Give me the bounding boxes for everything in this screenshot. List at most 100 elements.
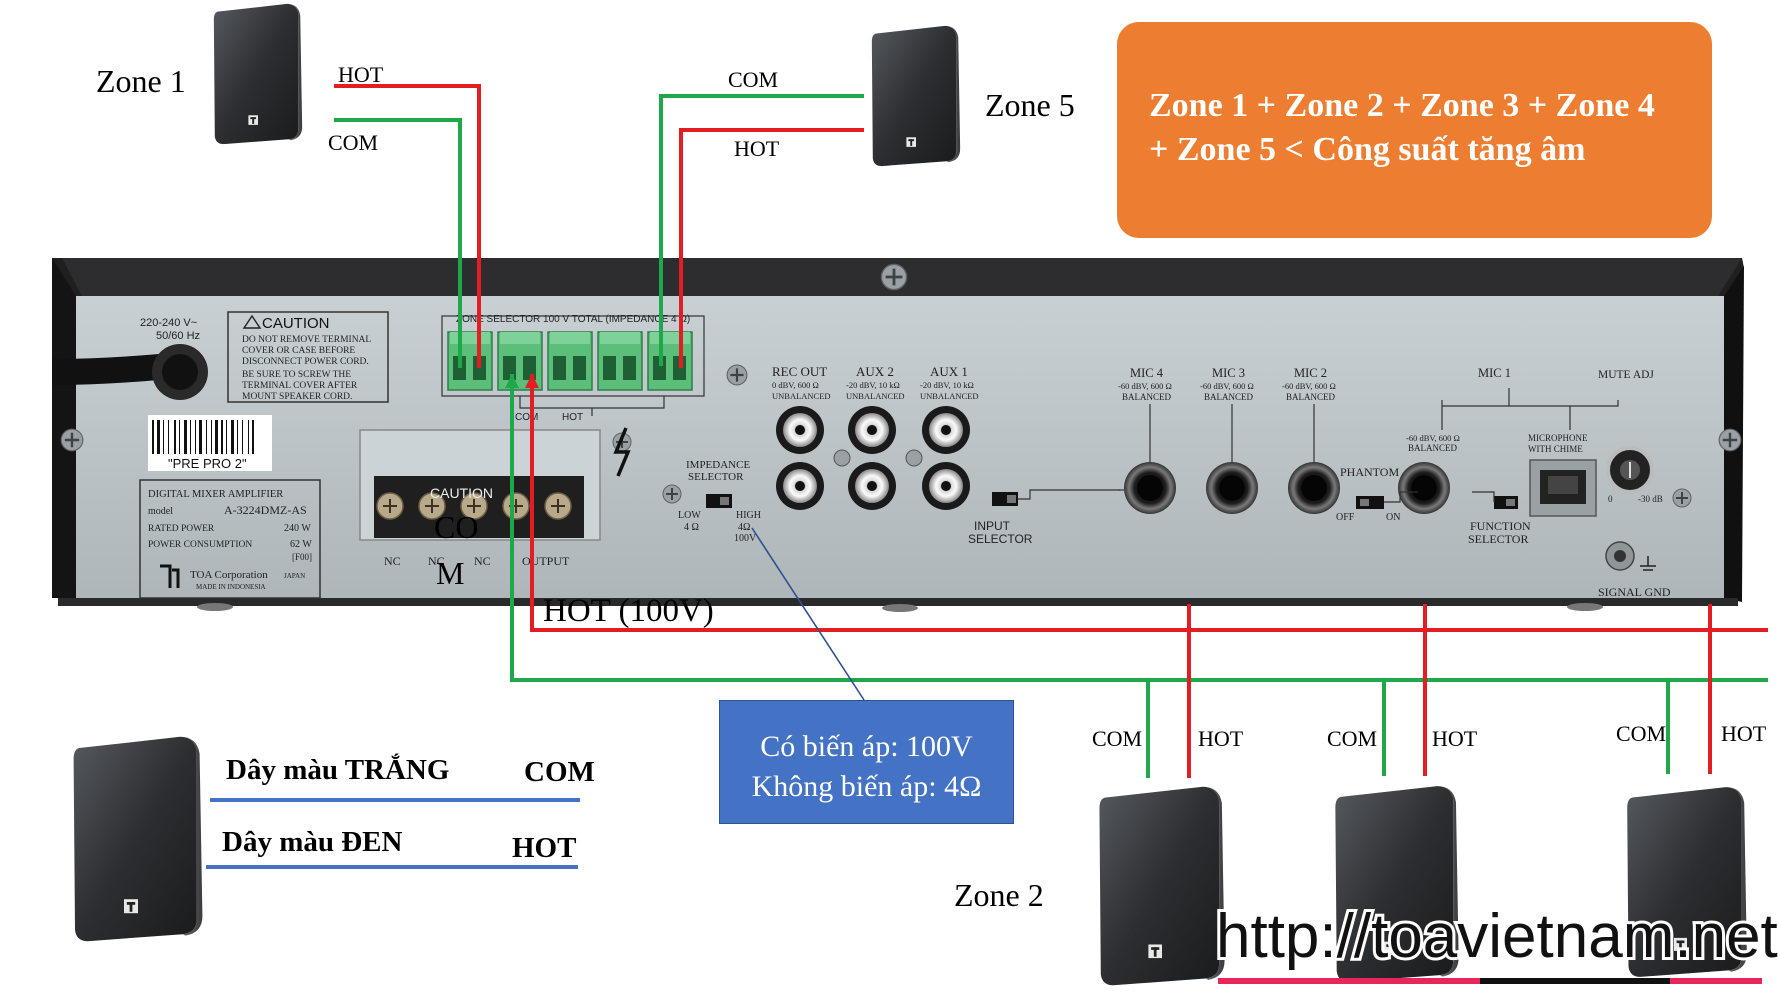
phantom-off-label: OFF [1336, 512, 1355, 523]
mic1-balanced-spec: -60 dBV, 600 Ω [1406, 433, 1460, 443]
mic-jack[interactable] [1398, 462, 1450, 514]
impedance-high-voltage: 100V [734, 533, 757, 544]
capacity-note-line: + Zone 5 < Công suất tăng âm [1149, 131, 1586, 168]
terminal-cover-caution: CAUTION [430, 485, 493, 501]
input-selector-label: SELECTOR [968, 532, 1033, 546]
zone-terminal[interactable] [647, 331, 693, 391]
terminal-hot-label: HOT [562, 412, 583, 423]
mic-jack[interactable] [1288, 462, 1340, 514]
impedance-selector-label: SELECTOR [688, 471, 744, 483]
wiring [334, 84, 1768, 778]
wire-color-legend: Dây màu TRẮNG COM Dây màu ĐEN HOT [206, 752, 595, 869]
com-split-label: M [436, 555, 464, 591]
mute-min-label: 0 [1608, 494, 1613, 504]
maker-country: JAPAN [284, 572, 305, 580]
zone5-speaker-icon [871, 25, 961, 167]
output-terminal-cover: CAUTION [359, 429, 601, 541]
impedance-selector-label: IMPEDANCE [686, 459, 750, 471]
zone-terminal[interactable] [447, 331, 493, 391]
model-label: model [148, 506, 173, 517]
impedance-low-label: LOW [678, 510, 701, 521]
frequency-label: 50/60 Hz [156, 330, 200, 342]
model-value: A-3224DMZ-AS [224, 503, 307, 517]
zone4-hot-label: HOT [1721, 721, 1767, 746]
caution-line: MOUNT SPEAKER CORD. [242, 392, 352, 402]
impedance-pointer-line [751, 527, 865, 701]
mic1-chime-label: WITH CHIME [1528, 444, 1583, 454]
phantom-on-label: ON [1386, 512, 1400, 523]
rca-jack[interactable] [848, 406, 896, 454]
transformer-note-line: Có biến áp: 100V [760, 730, 973, 763]
caution-line: COVER OR CASE BEFORE [242, 346, 355, 356]
watermark: http://toavietnam.net http://toavietnam.… [1213, 899, 1778, 984]
hot-arrow-icon [525, 374, 539, 388]
nc-label: NC [428, 554, 445, 568]
caution-line: TERMINAL COVER AFTER [242, 381, 358, 391]
zone-terminal[interactable] [547, 331, 593, 391]
voltage-label: 220-240 V~ [140, 317, 197, 329]
rated-power-label: RATED POWER [148, 524, 215, 534]
mic3-type: BALANCED [1204, 392, 1253, 402]
zone3-com-label: COM [1327, 726, 1377, 751]
high-voltage-icon [613, 427, 631, 477]
input-selector-label: INPUT [974, 519, 1011, 533]
legend-black-role: HOT [512, 832, 576, 864]
mute-adj-knob[interactable] [1606, 446, 1654, 494]
svg-text:http://toavietnam.net: http://toavietnam.net [1216, 902, 1778, 971]
zone2-speaker-icon [1099, 786, 1225, 986]
aux1-spec: -20 dBV, 10 kΩ [920, 380, 974, 390]
hot-100v-label: HOT (100V) [543, 593, 714, 629]
impedance-low-value: 4 Ω [684, 522, 699, 533]
rca-jack[interactable] [776, 406, 824, 454]
mic1-label: MIC 1 [1478, 366, 1511, 380]
aux2-label: AUX 2 [856, 364, 894, 379]
ground-terminal-icon [1605, 541, 1656, 571]
legend-white-role: COM [524, 756, 595, 788]
caution-title: CAUTION [262, 315, 330, 332]
transformer-note: Có biến áp: 100V Không biến áp: 4Ω [719, 700, 1014, 824]
zone3-hot-label: HOT [1432, 726, 1478, 751]
output-label: OUTPUT [522, 554, 570, 568]
aux1-type: UNBALANCED [920, 391, 979, 401]
mic-jack[interactable] [1206, 462, 1258, 514]
aux1-label: AUX 1 [930, 364, 968, 379]
mic2-label: MIC 2 [1294, 366, 1327, 380]
watermark-url: http://toavietnam.net [1216, 902, 1778, 971]
zone2-com-label: COM [1092, 726, 1142, 751]
nc-label: NC [384, 554, 401, 568]
barcode-text: "PRE PRO 2" [168, 456, 247, 471]
mic3-label: MIC 3 [1212, 366, 1245, 380]
rca-jack[interactable] [776, 462, 824, 510]
rca-jack[interactable] [848, 462, 896, 510]
zone-terminal[interactable] [597, 331, 643, 391]
zone-selector-label: ZONE SELECTOR 100 V TOTAL (IMPEDANCE 4 Ω… [456, 314, 690, 325]
rated-power-value: 240 W [284, 523, 311, 534]
consumption-note: [F00] [292, 552, 312, 562]
phantom-label: PHANTOM [1340, 465, 1399, 479]
rca-jack[interactable] [922, 406, 970, 454]
caution-line: BE SURE TO SCREW THE [242, 370, 351, 380]
rj45-port[interactable] [1529, 459, 1597, 517]
zone4-com-label: COM [1616, 721, 1666, 746]
com-split-label: CO [434, 509, 478, 545]
rca-jack[interactable] [922, 462, 970, 510]
zone-terminal-block [447, 331, 693, 391]
zone5-hot-label: HOT [734, 136, 780, 161]
rec-out-label: REC OUT [772, 364, 827, 379]
maker-name: TOA Corporation [190, 569, 268, 581]
caution-line: DO NOT REMOVE TERMINAL [242, 335, 371, 345]
mic1-balanced-type: BALANCED [1408, 443, 1457, 453]
com-arrow-icon [505, 374, 519, 388]
mic4-label: MIC 4 [1130, 366, 1164, 380]
impedance-high-value: 4Ω [738, 522, 750, 533]
capacity-note: Zone 1 + Zone 2 + Zone 3 + Zone 4 + Zone… [1117, 22, 1712, 238]
rec-out-type: UNBALANCED [772, 391, 831, 401]
mic-jack[interactable] [1124, 462, 1176, 514]
terminal-com-label: COM [515, 412, 538, 423]
zone-selector-box [441, 315, 705, 397]
mic3-spec: -60 dBV, 600 Ω [1200, 381, 1254, 391]
nc-label: NC [474, 554, 491, 568]
zone1-label: Zone 1 [96, 63, 186, 99]
aux2-type: UNBALANCED [846, 391, 905, 401]
transformer-note-line: Không biến áp: 4Ω [751, 770, 982, 803]
